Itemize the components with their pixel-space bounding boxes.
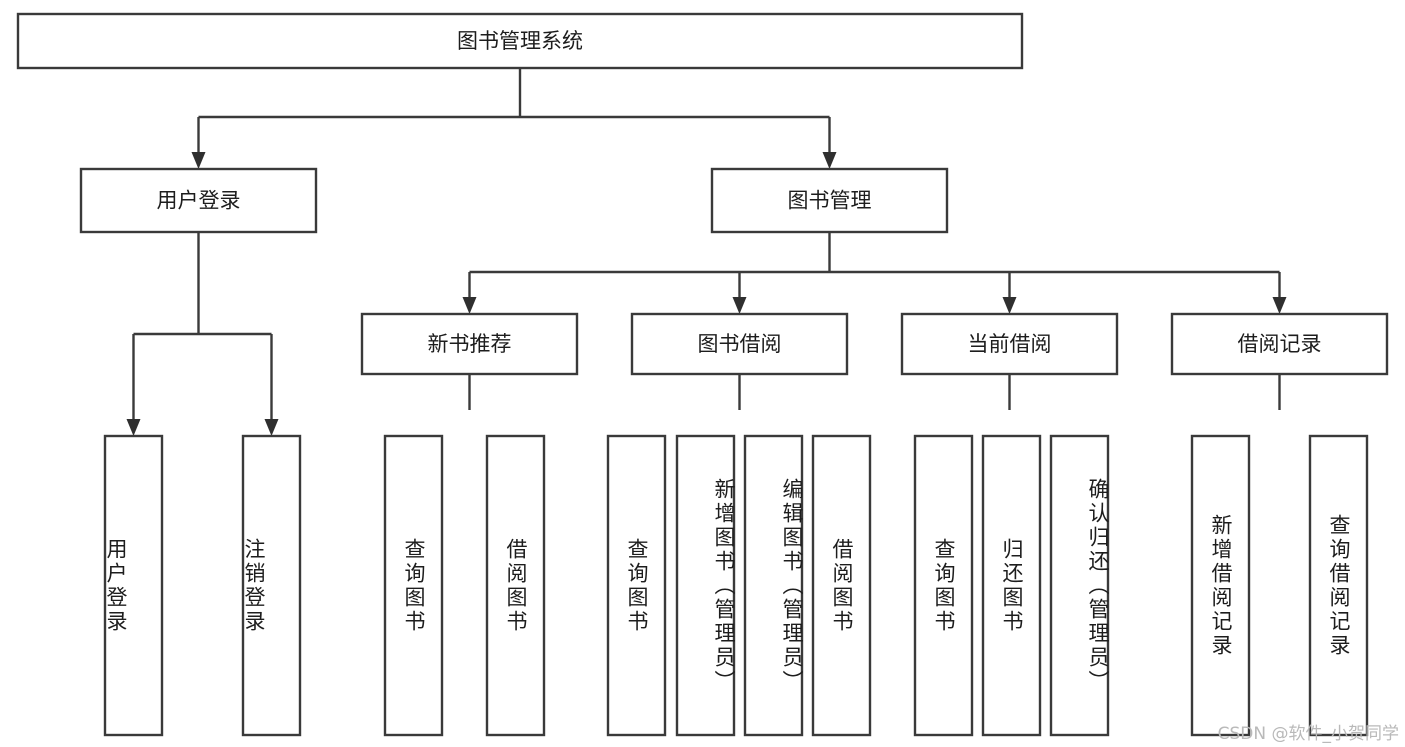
watermark: CSDN @软件_小贺同学 — [1217, 724, 1399, 744]
node-box-leaf-borrow-book-1[interactable] — [485, 434, 546, 737]
node-box-leaf-query-record[interactable] — [1308, 434, 1369, 737]
node-label-book-management: 图书管理 — [788, 189, 872, 213]
node-label-new-book-recommend: 新书推荐 — [428, 332, 512, 356]
connectors-layer — [126, 68, 1287, 436]
node-box-leaf-edit-book[interactable] — [743, 434, 804, 737]
node-box-borrow-records[interactable] — [1170, 312, 1389, 376]
node-box-root[interactable] — [16, 12, 1024, 70]
arrow-head-book-management-3 — [1272, 297, 1287, 314]
node-box-leaf-logout[interactable] — [241, 434, 302, 737]
node-box-leaf-add-record[interactable] — [1190, 434, 1251, 737]
node-label-book-borrow: 图书借阅 — [698, 332, 782, 356]
arrow-head-book-management-2 — [1002, 297, 1017, 314]
node-box-leaf-borrow-book-2[interactable] — [811, 434, 872, 737]
arrow-head-root-0 — [191, 152, 206, 169]
node-box-leaf-user-login[interactable] — [103, 434, 164, 737]
node-box-current-borrow[interactable] — [900, 312, 1119, 376]
node-box-book-borrow[interactable] — [630, 312, 849, 376]
node-box-leaf-return-book[interactable] — [981, 434, 1042, 737]
node-box-book-management[interactable] — [710, 167, 949, 234]
node-box-leaf-confirm-return[interactable] — [1049, 434, 1110, 737]
arrow-head-book-management-1 — [732, 297, 747, 314]
node-label-current-borrow: 当前借阅 — [968, 332, 1052, 356]
arrow-head-root-1 — [822, 152, 837, 169]
node-box-leaf-query-book-2[interactable] — [606, 434, 667, 737]
node-box-new-book-recommend[interactable] — [360, 312, 579, 376]
node-label-root: 图书管理系统 — [457, 29, 583, 53]
boxes-layer — [16, 12, 1389, 737]
arrow-head-book-management-0 — [462, 297, 477, 314]
arrow-head-user-login-0 — [126, 419, 141, 436]
node-label-borrow-records: 借阅记录 — [1238, 332, 1322, 356]
node-box-user-login[interactable] — [79, 167, 318, 234]
node-box-leaf-query-book-3[interactable] — [913, 434, 974, 737]
node-box-leaf-add-book[interactable] — [675, 434, 736, 737]
arrow-head-user-login-1 — [264, 419, 279, 436]
node-label-user-login: 用户登录 — [157, 189, 241, 213]
node-box-leaf-query-book-1[interactable] — [383, 434, 444, 737]
